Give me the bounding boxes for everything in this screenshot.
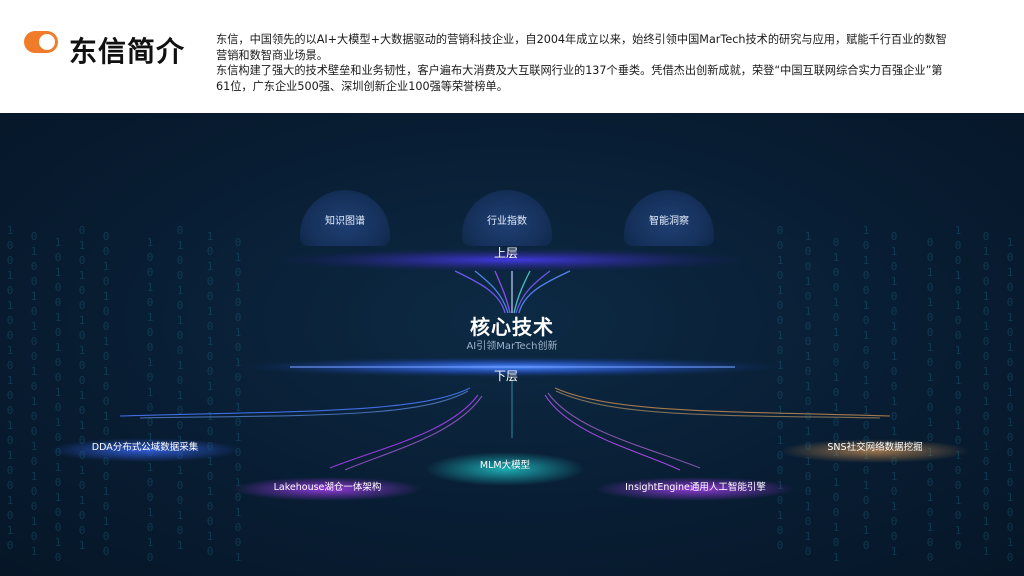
intro-text: 东信，中国领先的以AI+大模型+大数据驱动的营销科技企业，自2004年成立以来，…	[216, 32, 956, 94]
lower-layer-label: 下层	[476, 367, 536, 384]
tech-diagram-panel: 1 0 0 1 0 1 0 0 1 0 1 0 0 1 0 1 0 0 1 0 …	[0, 113, 1024, 576]
toggle-logo-icon	[24, 31, 58, 53]
intro-paragraph-1: 东信，中国领先的以AI+大模型+大数据驱动的营销科技企业，自2004年成立以来，…	[216, 32, 956, 63]
core-tech-title: 核心技术	[412, 311, 612, 340]
core-tech-subtitle: AI引领MarTech创新	[412, 337, 612, 352]
bubble-label: 行业指数	[462, 212, 552, 227]
bubble-label: 知识图谱	[300, 212, 390, 227]
bubble-label: 智能洞察	[624, 212, 714, 227]
node-lakehouse: Lakehouse湖仓一体架构	[245, 479, 410, 493]
node-insight-engine: InsightEngine通用人工智能引擎	[598, 479, 793, 493]
node-dda: DDA分布式公域数据采集	[60, 439, 230, 453]
upper-connector-strands	[455, 271, 570, 313]
page-title: 东信简介	[69, 30, 185, 70]
header: 东信简介 东信，中国领先的以AI+大模型+大数据驱动的营销科技企业，自2004年…	[0, 0, 1024, 113]
node-sns: SNS社交网络数据挖掘	[795, 439, 955, 453]
upper-layer-label: 上层	[476, 244, 536, 261]
node-mlm: MLM大模型	[445, 457, 565, 471]
intro-paragraph-2: 东信构建了强大的技术壁垒和业务韧性，客户遍布大消费及大互联网行业的137个垂类。…	[216, 63, 956, 94]
